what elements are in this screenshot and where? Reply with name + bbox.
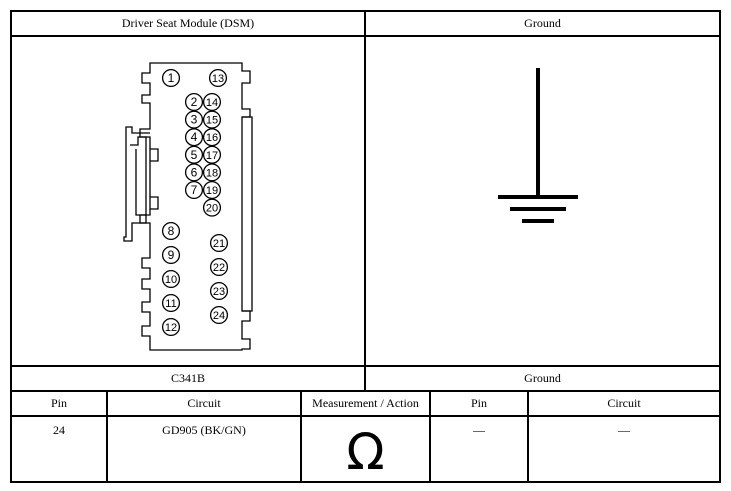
pin-2-circle <box>184 92 204 112</box>
pin-22-circle <box>209 257 229 277</box>
pin-19-circle <box>202 180 222 200</box>
rule-col-4 <box>527 390 529 483</box>
pin-16-circle <box>202 128 222 147</box>
rule-col-3 <box>429 390 431 483</box>
pin-10-circle <box>161 269 181 289</box>
pin-13-circle <box>208 68 228 88</box>
ground-caption: Ground <box>524 371 561 385</box>
pin-22-label: 22 <box>213 262 225 274</box>
pin-23-circle <box>209 281 229 301</box>
table-header-pin-a: Pin <box>50 396 67 410</box>
table-header-pin-b: Pin <box>470 396 487 410</box>
rule-center-upper <box>364 10 366 391</box>
pin-16-label: 16 <box>206 132 218 144</box>
pin-9-circle <box>161 245 181 265</box>
pin-24-label: 24 <box>213 310 225 322</box>
pin-17-label: 17 <box>206 150 218 162</box>
pin-5-circle <box>184 145 204 164</box>
table-header-measurement: Measurement / Action <box>312 396 419 410</box>
connector-right-rail <box>242 116 253 312</box>
table-cell-circuit-a: GD905 (BK/GN) <box>162 423 246 437</box>
table-cell-measurement: Ω <box>302 417 429 481</box>
rule-col-2 <box>300 390 302 483</box>
pin-17-circle <box>202 145 222 164</box>
pin-12-label: 12 <box>165 322 177 334</box>
pin-6-circle <box>184 163 204 182</box>
pin-5-label: 5 <box>191 148 198 162</box>
pin-3-label: 3 <box>191 113 198 127</box>
table-cell-circuit-b: — <box>618 423 630 437</box>
pin-6-label: 6 <box>191 165 198 179</box>
rule-col-1 <box>106 390 108 483</box>
pin-11-label: 11 <box>165 298 176 310</box>
rule-caption-bottom <box>10 390 721 392</box>
table-header-circuit-a: Circuit <box>187 396 221 410</box>
pin-14-label: 14 <box>206 97 218 109</box>
header-right-title: Ground <box>524 16 561 30</box>
pin-1-circle <box>161 68 181 88</box>
pin-9-label: 9 <box>168 248 175 262</box>
ohm-icon: Ω <box>346 423 385 481</box>
pin-4-circle <box>184 128 204 147</box>
pin-4-label: 4 <box>191 130 198 144</box>
table-header-circuit-b: Circuit <box>607 396 641 410</box>
pin-7-circle <box>184 180 204 200</box>
connector-latch <box>123 126 150 242</box>
connector-latch-inner <box>135 149 146 216</box>
pin-20-label: 20 <box>206 203 218 215</box>
pin-24-circle <box>209 305 229 325</box>
pin-11-circle <box>161 293 181 313</box>
table-cell-pin-a: 24 <box>53 423 65 437</box>
pin-19-label: 19 <box>206 185 218 197</box>
pin-10-label: 10 <box>165 274 177 286</box>
pin-2-label: 2 <box>191 95 198 109</box>
pin-15-circle <box>202 110 222 129</box>
pin-20-circle <box>202 198 222 217</box>
pin-3-circle <box>184 110 204 129</box>
pin-18-label: 18 <box>206 167 218 179</box>
header-left-title: Driver Seat Module (DSM) <box>121 16 255 30</box>
pin-21-circle <box>209 233 229 253</box>
pin-12-circle <box>161 317 181 337</box>
pin-13-label: 13 <box>212 73 224 85</box>
pin-8-label: 8 <box>168 224 175 238</box>
pin-8-circle <box>161 221 181 241</box>
pin-21-label: 21 <box>213 238 225 250</box>
ground-symbol <box>498 68 578 223</box>
pin-14-circle <box>202 92 222 112</box>
pin-7-label: 7 <box>191 183 198 197</box>
pin-18-circle <box>202 163 222 182</box>
pin-15-label: 15 <box>206 115 218 127</box>
connector-caption: C341B <box>170 371 205 385</box>
table-cell-pin-b: — <box>473 423 485 437</box>
rule-table-header-bottom <box>10 415 721 417</box>
pin-23-label: 23 <box>213 286 225 298</box>
connector-latch-slot <box>150 148 159 210</box>
pin-1-label: 1 <box>168 71 175 85</box>
